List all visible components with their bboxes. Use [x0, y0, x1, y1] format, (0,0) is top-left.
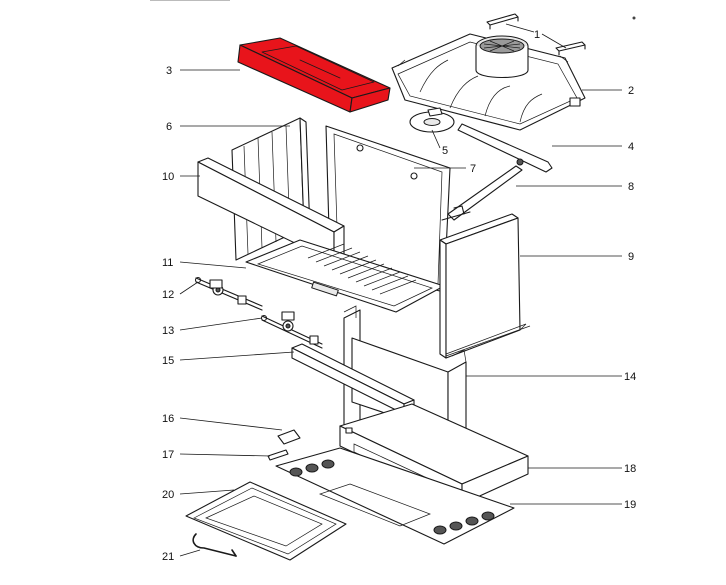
callout-4: 4 — [628, 141, 634, 153]
callout-14: 14 — [624, 371, 636, 383]
part-8-lever[interactable] — [441, 158, 524, 221]
callout-17: 17 — [162, 449, 174, 461]
part-17-small-clip[interactable] — [267, 449, 289, 461]
part-5-disc[interactable] — [409, 107, 455, 133]
callout-8: 8 — [628, 181, 634, 193]
part-2-top-cover[interactable] — [391, 33, 586, 131]
part-3-top-tray-highlighted[interactable] — [237, 37, 391, 113]
callout-5: 5 — [442, 145, 448, 157]
callout-16: 16 — [162, 413, 174, 425]
callout-3: 3 — [166, 65, 172, 77]
callout-2: 2 — [628, 85, 634, 97]
callout-7: 7 — [470, 163, 476, 175]
part-4-rod[interactable] — [457, 123, 553, 173]
part-13-burner-assembly[interactable] — [260, 311, 323, 349]
callout-21: 21 — [162, 551, 174, 563]
part-21-hook[interactable] — [192, 533, 237, 557]
callout-11: 11 — [162, 257, 173, 269]
part-19-bottom-plate[interactable] — [275, 447, 515, 545]
part-1-clips[interactable] — [486, 13, 586, 56]
part-9-right-side-panel[interactable] — [439, 213, 531, 359]
callout-10: 10 — [162, 171, 174, 183]
part-16-small-bracket[interactable] — [277, 429, 301, 445]
callout-18: 18 — [624, 463, 636, 475]
callout-1: 1 — [534, 29, 540, 41]
callout-labels: 1 2 3 4 5 6 7 8 9 10 11 12 13 14 15 16 1… — [162, 29, 636, 563]
callout-6: 6 — [166, 121, 172, 133]
leader-lines — [179, 23, 622, 557]
callout-12: 12 — [162, 289, 174, 301]
callout-13: 13 — [162, 325, 174, 337]
bottom-plate-holes — [289, 459, 495, 535]
callout-9: 9 — [628, 251, 634, 263]
callout-19: 19 — [624, 499, 636, 511]
part-12-burner-assembly[interactable] — [194, 276, 263, 311]
callout-15: 15 — [162, 355, 174, 367]
callout-20: 20 — [162, 489, 174, 501]
stray-marks — [150, 0, 636, 20]
part-20-drip-tray[interactable] — [185, 481, 347, 561]
